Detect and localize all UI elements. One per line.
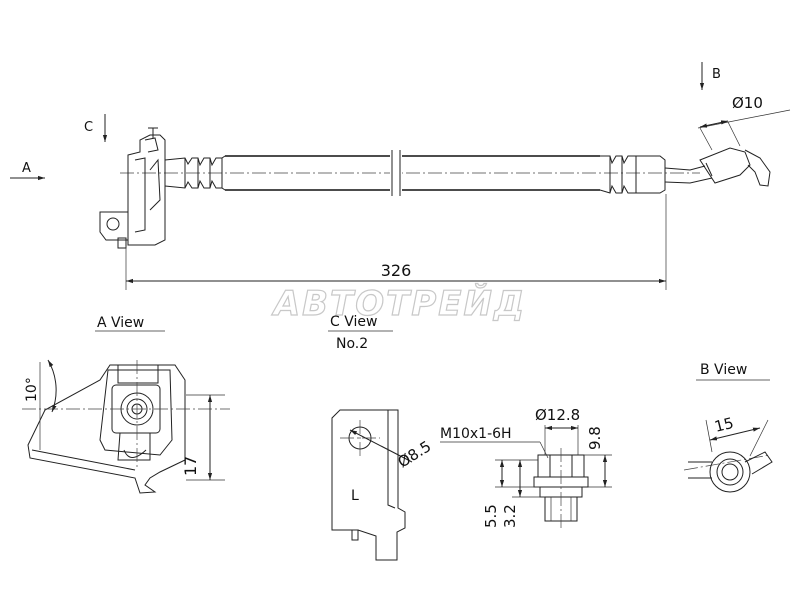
- watermark: АВТОТРЕЙД: [271, 283, 526, 324]
- view-c-indicator: C: [84, 114, 108, 142]
- hole-label: Ø8.5: [395, 437, 435, 471]
- c-view: C View No.2 L Ø8.5: [328, 314, 435, 561]
- height-17-dimension: 17: [181, 394, 225, 481]
- side-label: L: [351, 488, 359, 504]
- fitting-detail: M10x1-6H Ø12.8 9.8: [440, 406, 612, 528]
- view-b-marker: B: [712, 67, 721, 82]
- b-view-title: B View: [700, 362, 747, 378]
- view-b-indicator: B: [699, 62, 721, 90]
- thread-label: M10x1-6H: [440, 426, 512, 442]
- height-17-label: 17: [181, 456, 200, 476]
- diameter-12-8-dimension: Ø12.8: [535, 406, 580, 455]
- left-fitting: [164, 155, 226, 191]
- hole-dimension: Ø8.5: [349, 429, 435, 471]
- diameter-10-label: Ø10: [732, 94, 763, 112]
- left-dimensions: 5.5 3.2: [482, 459, 545, 528]
- hose-body: [120, 150, 700, 196]
- length-dimension: 326: [125, 194, 667, 290]
- height-9-8-label: 9.8: [586, 426, 604, 450]
- dim-5-5-label: 5.5: [482, 504, 500, 528]
- a-view: A View 10° 17: [22, 315, 230, 494]
- view-c-marker: C: [84, 120, 93, 135]
- a-view-title: A View: [97, 315, 144, 331]
- angle-dimension: 10°: [24, 359, 57, 450]
- diameter-12-8-label: Ø12.8: [535, 406, 580, 424]
- view-a-indicator: A: [10, 161, 45, 181]
- right-fitting: [599, 147, 771, 194]
- height-9-8-dimension: 9.8: [584, 426, 612, 488]
- width-15-label: 15: [713, 414, 736, 436]
- length-label: 326: [381, 261, 412, 280]
- dim-3-2-label: 3.2: [501, 504, 519, 528]
- diameter-10-dimension: Ø10: [697, 94, 791, 151]
- c-view-title: C View: [330, 314, 377, 330]
- main-view: A C B Ø10 326: [10, 62, 791, 290]
- view-a-marker: A: [22, 161, 31, 176]
- angle-label: 10°: [24, 377, 40, 402]
- b-view: B View 15: [683, 362, 773, 493]
- left-bracket: [99, 127, 166, 249]
- c-view-subtitle: No.2: [336, 336, 368, 352]
- width-15-dimension: 15: [705, 414, 769, 457]
